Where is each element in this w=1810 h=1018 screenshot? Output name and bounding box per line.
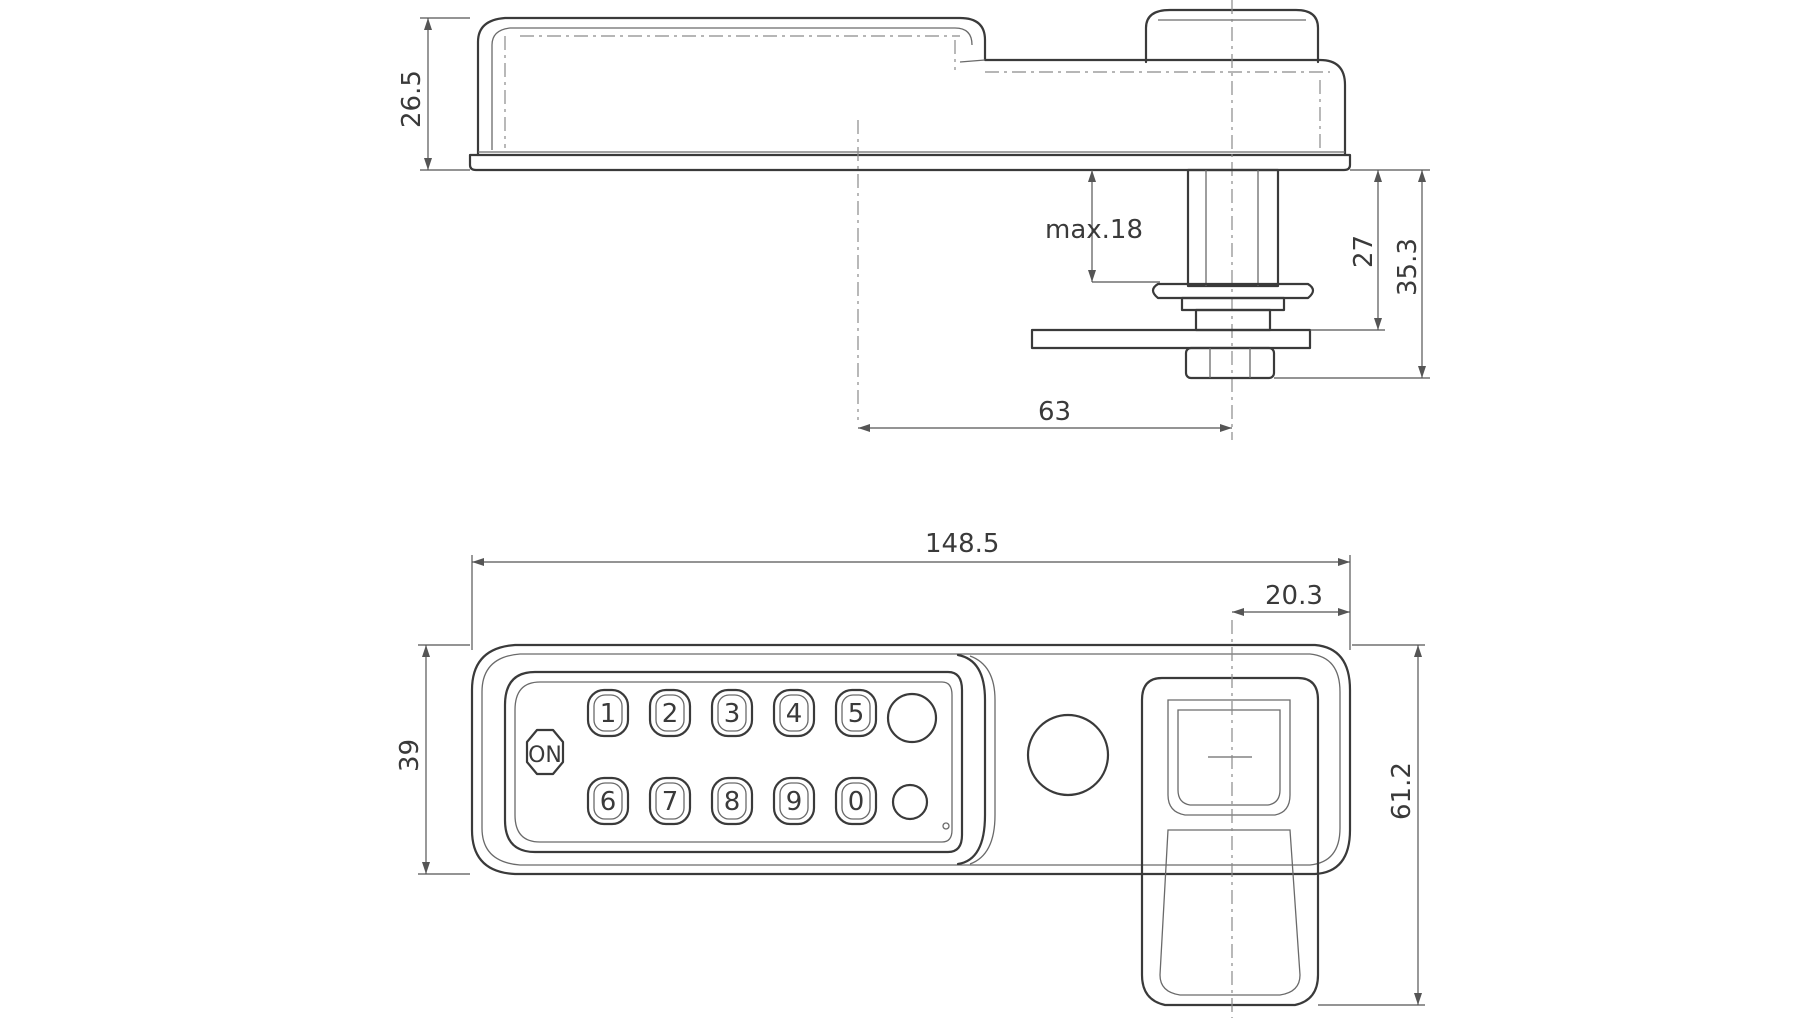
side-cylinder-shaft bbox=[1186, 168, 1280, 288]
side-washer bbox=[1180, 296, 1286, 312]
side-bolt bbox=[1184, 346, 1276, 380]
key-6-label: 6 bbox=[600, 787, 617, 817]
side-nut bbox=[1151, 282, 1315, 300]
front-outer-body bbox=[470, 643, 1352, 876]
on-button[interactable]: ON bbox=[525, 728, 565, 776]
key-1-label: 1 bbox=[600, 699, 617, 729]
dim-cam-offset-arrow-left bbox=[858, 424, 870, 432]
side-cam-plate bbox=[1030, 328, 1312, 350]
front-keypad-panel-inner bbox=[514, 681, 953, 843]
dim-total-length-arrow-left bbox=[472, 558, 484, 566]
front-slide-cover-edge bbox=[956, 653, 987, 866]
side-housing bbox=[476, 16, 1347, 157]
dim-body-height-label: 39 bbox=[395, 739, 425, 772]
side-base-flange bbox=[468, 153, 1352, 172]
dim-handle-height-arrow-bottom bbox=[1414, 993, 1422, 1005]
front-override-cylinder[interactable] bbox=[1026, 713, 1110, 797]
dim-cam-offset-arrow-right bbox=[1220, 424, 1232, 432]
dim-body-height-arrow-top bbox=[422, 645, 430, 657]
dim-cam-depth-b-arrow-bottom bbox=[1418, 366, 1426, 378]
side-dimensions: 26.5 max.18 27 35.3 63 bbox=[397, 17, 1430, 432]
dim-handle-offset-label: 20.3 bbox=[1265, 581, 1323, 611]
key-3-label: 3 bbox=[724, 699, 741, 729]
dim-handle-offset-arrow-left bbox=[1232, 608, 1244, 616]
dim-body-height-arrow-bottom bbox=[422, 862, 430, 874]
front-handle-lower bbox=[1159, 829, 1301, 996]
front-dimensions: 148.5 20.3 39 61.2 bbox=[395, 529, 1425, 1006]
key-4-label: 4 bbox=[786, 699, 803, 729]
dim-handle-offset-arrow-right bbox=[1338, 608, 1350, 616]
dim-side-height-arrow-bottom bbox=[424, 158, 432, 170]
dim-cam-offset-label: 63 bbox=[1038, 397, 1071, 427]
front-handle[interactable] bbox=[1140, 676, 1320, 1007]
key-7[interactable]: 7 bbox=[648, 776, 692, 826]
front-handle-grip-inner bbox=[1177, 709, 1281, 806]
front-keypad-panel bbox=[503, 670, 964, 854]
key-8[interactable]: 8 bbox=[710, 776, 754, 826]
key-2-label: 2 bbox=[662, 699, 679, 729]
dim-cam-depth-b-label: 35.3 bbox=[1393, 238, 1423, 296]
key-1[interactable]: 1 bbox=[586, 688, 630, 738]
key-6[interactable]: 6 bbox=[586, 776, 630, 826]
key-7-label: 7 bbox=[662, 787, 679, 817]
front-sensor-small bbox=[891, 783, 929, 821]
side-spacer bbox=[1194, 308, 1272, 332]
front-outer-body-inner bbox=[481, 653, 1341, 866]
front-led-dot bbox=[942, 822, 950, 830]
key-9[interactable]: 9 bbox=[772, 776, 816, 826]
key-5-label: 5 bbox=[848, 699, 865, 729]
dim-cam-depth-a-arrow-bottom bbox=[1374, 318, 1382, 330]
front-sensor-large bbox=[886, 692, 938, 744]
key-0-label: 0 bbox=[848, 787, 865, 817]
key-2[interactable]: 2 bbox=[648, 688, 692, 738]
front-slide-cover-edge-inner bbox=[969, 655, 996, 865]
key-0[interactable]: 0 bbox=[834, 776, 878, 826]
dim-handle-height-label: 61.2 bbox=[1387, 762, 1417, 820]
key-9-label: 9 bbox=[786, 787, 803, 817]
dim-cam-depth-a-label: 27 bbox=[1349, 235, 1379, 268]
dim-max-panel-arrow-bottom bbox=[1088, 270, 1096, 282]
dim-side-height-label: 26.5 bbox=[397, 70, 427, 128]
dim-handle-height-arrow-top bbox=[1414, 645, 1422, 657]
dim-total-length-label: 148.5 bbox=[925, 529, 999, 559]
front-handle-grip bbox=[1167, 699, 1291, 816]
dim-side-height-arrow-top bbox=[424, 18, 432, 30]
on-button-label: ON bbox=[528, 743, 562, 768]
side-housing-inner bbox=[491, 27, 973, 150]
dim-total-length-arrow-right bbox=[1338, 558, 1350, 566]
side-handle-knob bbox=[1144, 8, 1320, 64]
key-4[interactable]: 4 bbox=[772, 688, 816, 738]
dim-cam-depth-b-arrow-top bbox=[1418, 170, 1426, 182]
key-8-label: 8 bbox=[724, 787, 741, 817]
front-view: ON 1 2 3 4 5 bbox=[470, 620, 1352, 1018]
side-step-face bbox=[959, 59, 986, 63]
dim-cam-depth-a-arrow-top bbox=[1374, 170, 1382, 182]
key-3[interactable]: 3 bbox=[710, 688, 754, 738]
key-5[interactable]: 5 bbox=[834, 688, 878, 738]
dim-max-panel-label: max.18 bbox=[1045, 215, 1143, 245]
dim-max-panel-arrow-top bbox=[1088, 170, 1096, 182]
side-view bbox=[468, 0, 1352, 440]
